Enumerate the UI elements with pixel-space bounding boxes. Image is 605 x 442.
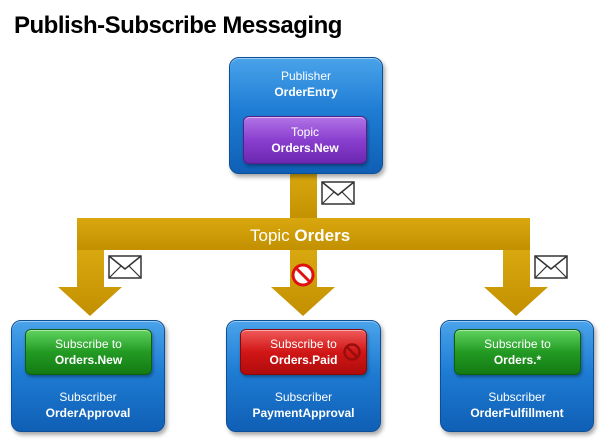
subscription-filter: Subscribe to Orders.* [454,329,581,375]
envelope-icon [108,255,142,279]
subscriber-name: OrderFulfillment [470,406,564,420]
subscriber-role: Subscriber [274,390,333,404]
subscription-filter: Subscribe to Orders.New [25,329,152,375]
subscriber-role: Subscriber [59,390,117,404]
subscribe-topic: Orders.* [493,353,542,367]
topic-bus-prefix: Topic [250,226,290,245]
publisher-topic-name: Orders.New [271,141,339,155]
arrow-right [484,250,548,316]
subscriber-box-order-fulfillment: Subscribe to Orders.* Subscriber OrderFu… [440,320,594,432]
publisher-box: Publisher OrderEntry Topic Orders.New [229,57,383,174]
topic-bus [77,218,530,250]
subscriber-name: PaymentApproval [252,406,355,420]
envelope-icon [534,255,568,279]
subscribe-topic: Orders.New [54,353,123,367]
subscribe-topic: Orders.Paid [269,353,338,367]
subscribe-label: Subscribe to [270,337,337,351]
publisher-topic-label: Topic [290,125,319,139]
subscriber-role: Subscriber [488,390,546,404]
subscription-filter: Subscribe to Orders.Paid [240,329,367,375]
arrow-left [58,250,122,316]
subscribe-label: Subscribe to [484,337,551,351]
subscribe-label: Subscribe to [55,337,122,351]
page-title: Publish-Subscribe Messaging [14,12,342,39]
publisher-stem [290,172,317,222]
no-entry-icon [343,343,361,361]
subscriber-box-payment-approval: Subscribe to Orders.Paid Subscriber Paym… [226,320,381,432]
no-entry-icon [291,263,315,287]
publisher-role: Publisher [280,69,332,83]
topic-bus-label: Topic Orders [250,226,350,246]
topic-bus-name: Orders [294,226,351,245]
publisher-topic: Topic Orders.New [243,116,367,164]
subscriber-box-order-approval: Subscribe to Orders.New Subscriber Order… [11,320,165,432]
envelope-icon [321,181,355,205]
publisher-name: OrderEntry [274,85,338,99]
subscriber-name: OrderApproval [45,406,131,420]
